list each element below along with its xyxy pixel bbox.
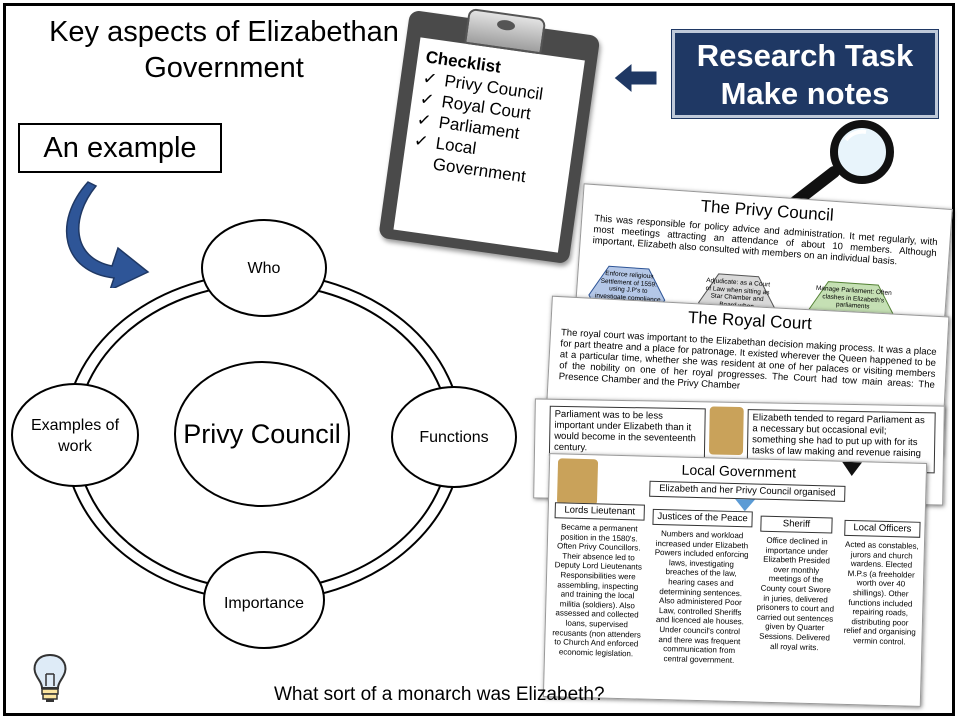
center-label: Privy Council (183, 418, 341, 449)
left-arrow-icon (613, 61, 658, 95)
footer-question: What sort of a monarch was Elizabeth? (274, 684, 605, 705)
col-text-justices: Numbers and workload increased under Eli… (654, 529, 749, 665)
col-head-justices: Justices of the Peace (652, 508, 753, 528)
col-head-sheriff: Sheriff (760, 515, 833, 534)
node-who (201, 219, 327, 317)
elizabeth-portrait-2 (556, 458, 599, 506)
checklist: Checklist ✓Privy Council ✓Royal Court ✓P… (410, 46, 586, 193)
node-functions-label: Functions (419, 428, 489, 446)
node-functions (391, 386, 517, 488)
col-head-lords: Lords Lieutenant (554, 502, 645, 521)
node-examples-label: Examples of work (30, 417, 120, 455)
slide-title: Key aspects of Elizabethan Government (24, 14, 424, 86)
title-line-2: Government (144, 52, 304, 84)
research-task-box: Research Task Make notes (671, 29, 939, 119)
research-line-2: Make notes (720, 76, 890, 111)
col-text-lords: Became a permanent position in the 1580'… (552, 522, 642, 659)
research-line-1: Research Task (696, 38, 914, 73)
node-examples (11, 383, 139, 487)
elizabeth-portrait (708, 406, 744, 456)
col-head-officers: Local Officers (844, 519, 921, 538)
node-who-label: Who (247, 259, 281, 277)
parliament-left-text: Parliament was to be less important unde… (548, 405, 706, 459)
blue-arrow-icon (735, 498, 756, 512)
lightbulb-icon (33, 653, 67, 702)
col-text-officers: Acted as constables, jurors and church w… (843, 539, 919, 647)
slide-frame (3, 3, 955, 716)
node-importance (203, 551, 325, 649)
down-arrow-icon (842, 461, 863, 477)
node-importance-label: Importance (223, 594, 305, 612)
clipboard-icon: Checklist ✓Privy Council ✓Royal Court ✓P… (374, 0, 605, 265)
title-line-1: Key aspects of Elizabethan (49, 16, 399, 48)
curved-arrow-icon (65, 181, 150, 288)
local-sheet-title: Local Government (681, 461, 797, 481)
col-text-sheriff: Office declined in importance under Eliz… (756, 535, 835, 652)
magnifier-icon (784, 120, 894, 212)
example-label-box: An example (18, 123, 222, 173)
center-circle (174, 361, 350, 507)
local-government-sheet: Local Government Elizabeth and her Privy… (542, 453, 928, 707)
